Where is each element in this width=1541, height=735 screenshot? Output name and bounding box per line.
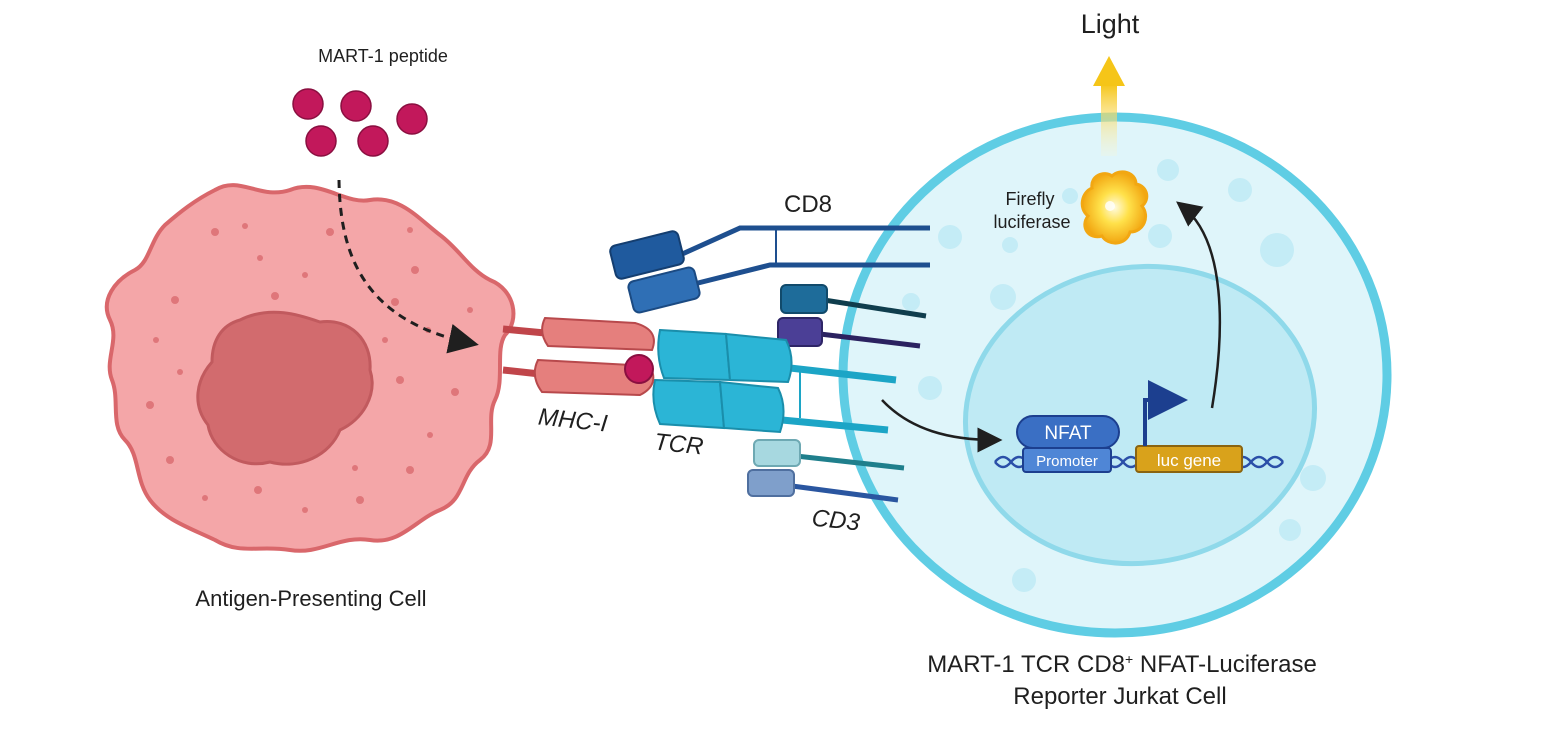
antigen-presenting-cell bbox=[104, 183, 516, 553]
tcr-receptor bbox=[652, 328, 897, 434]
jurkat-vesicles bbox=[902, 159, 1326, 592]
luc-gene-box: luc gene bbox=[1135, 445, 1243, 473]
cd8-receptor bbox=[609, 225, 930, 314]
firefly-label-line1: Firefly bbox=[1006, 189, 1055, 209]
signaling-arrow bbox=[881, 399, 1003, 453]
tcr-label: TCR bbox=[653, 429, 705, 461]
peptide-loading-arrow bbox=[337, 179, 479, 354]
apc-granules bbox=[146, 223, 473, 513]
cd3-upper bbox=[777, 284, 927, 349]
luciferase-icon bbox=[1080, 170, 1149, 245]
nfat-label: NFAT bbox=[1044, 423, 1092, 444]
jurkat-label-line1: MART-1 TCR CD8+ NFAT-Luciferase bbox=[927, 651, 1317, 678]
mhc-label: MHC-I bbox=[537, 403, 609, 437]
expression-arrow bbox=[1176, 201, 1222, 409]
cd3-label: CD3 bbox=[810, 505, 861, 537]
firefly-label-line2: luciferase bbox=[993, 212, 1070, 232]
peptide-cluster bbox=[292, 88, 428, 157]
jurkat-label-sup: + bbox=[1125, 651, 1133, 667]
jurkat-cell bbox=[838, 112, 1392, 638]
peptide-label: MART-1 peptide bbox=[318, 46, 448, 66]
jurkat-label-line2: Reporter Jurkat Cell bbox=[1013, 683, 1226, 710]
light-arrow bbox=[1093, 56, 1125, 156]
luc-gene-label: luc gene bbox=[1157, 451, 1221, 470]
bound-peptide bbox=[624, 354, 654, 384]
cd3-lower bbox=[747, 439, 905, 503]
promoter-label: Promoter bbox=[1036, 453, 1098, 470]
cd8-label: CD8 bbox=[784, 191, 832, 218]
apc-nucleus bbox=[196, 310, 374, 466]
apc-label: Antigen-Presenting Cell bbox=[195, 586, 426, 611]
light-label: Light bbox=[1081, 9, 1140, 39]
jurkat-label-pre: MART-1 TCR CD8 bbox=[927, 651, 1125, 678]
nfat-factor: NFAT bbox=[1016, 415, 1120, 449]
jurkat-label-post: NFAT-Luciferase bbox=[1133, 651, 1317, 678]
transcription-start-arrow bbox=[1143, 380, 1188, 446]
mhc-i-receptor bbox=[502, 316, 655, 397]
promoter-box: Promoter bbox=[1022, 447, 1112, 473]
